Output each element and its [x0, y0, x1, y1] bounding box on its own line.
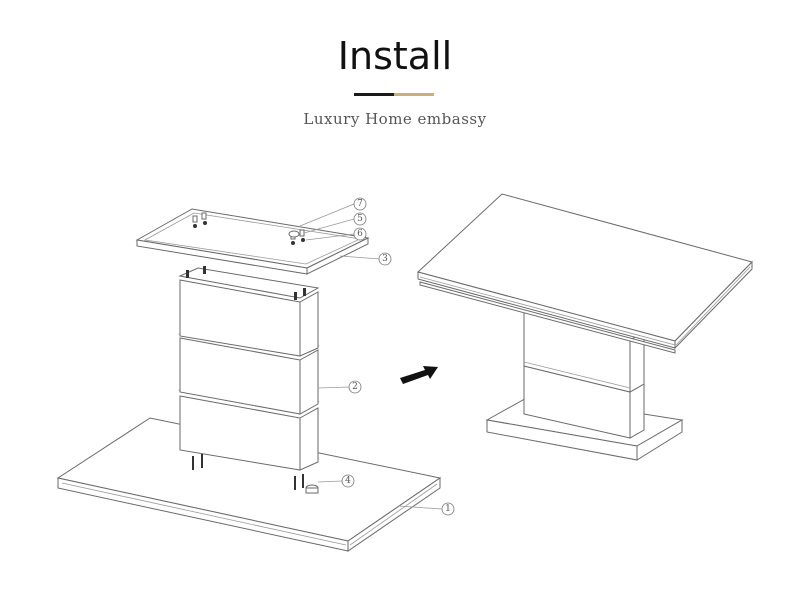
base-plate [56, 417, 442, 552]
pillar-top-dowels [186, 266, 306, 300]
assembled-pillar [523, 311, 645, 439]
callout-1: 1 [441, 502, 455, 516]
callout-leaders [299, 203, 443, 510]
svg-text:6: 6 [357, 229, 363, 239]
svg-text:4: 4 [345, 476, 351, 486]
assembled-view [416, 193, 753, 461]
page-title: Install [337, 34, 453, 78]
callout-6: 6 [353, 227, 367, 241]
exploded-view: 7 5 6 3 2 4 1 [56, 197, 455, 552]
callout-7: 7 [353, 197, 367, 211]
callout-4: 4 [341, 474, 355, 488]
callout-5: 5 [353, 212, 367, 226]
callout-2: 2 [348, 380, 362, 394]
svg-text:7: 7 [357, 199, 363, 209]
arrow-right-icon [400, 366, 438, 384]
callout-3: 3 [378, 252, 392, 266]
top-plate [135, 208, 370, 275]
page-subtitle: Luxury Home embassy [303, 110, 487, 128]
pillar [178, 267, 320, 471]
pillar-bottom-bolts [192, 454, 319, 494]
svg-text:1: 1 [445, 504, 451, 514]
title-underline-dark [354, 93, 394, 96]
svg-text:3: 3 [382, 254, 388, 264]
assembled-table-top [416, 193, 753, 354]
svg-text:5: 5 [357, 214, 363, 224]
title-underline-gold [394, 93, 434, 96]
svg-text:2: 2 [352, 382, 358, 392]
